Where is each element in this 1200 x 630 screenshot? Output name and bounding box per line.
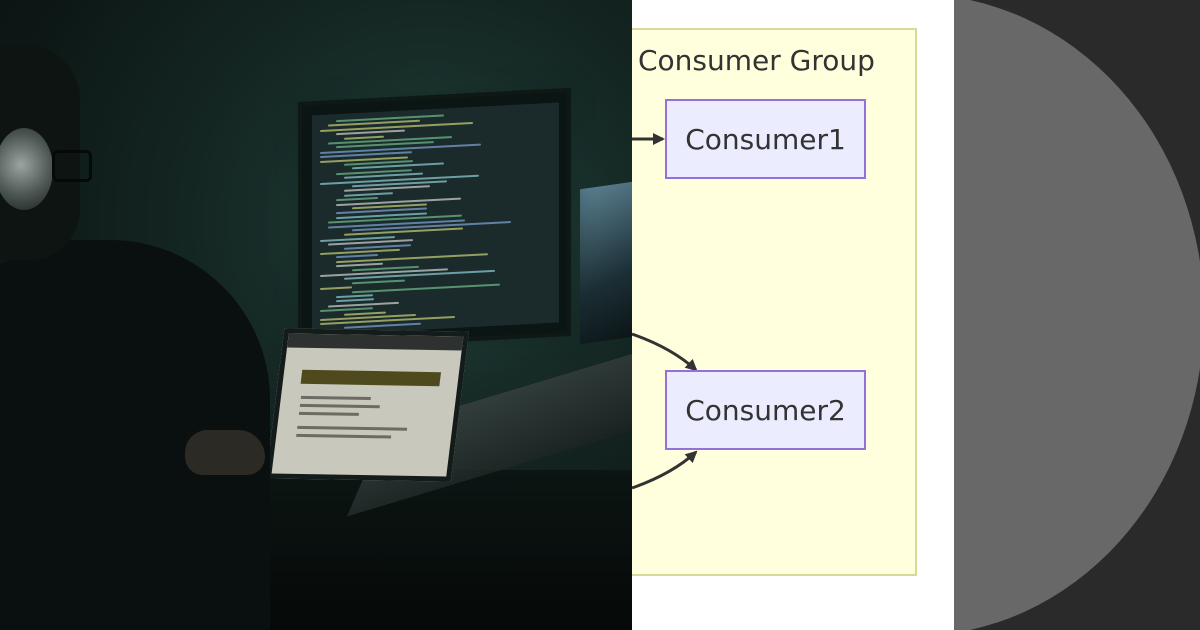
code-line: [320, 286, 352, 291]
code-line: [336, 129, 405, 136]
node-consumer1: Consumer1: [665, 99, 866, 179]
code-line: [344, 243, 411, 250]
code-line: [352, 283, 500, 293]
laptop-text-line: [300, 395, 371, 401]
code-line: [344, 135, 384, 140]
code-line: [336, 254, 378, 259]
code-line: [320, 248, 400, 256]
cluster-title: Consumer Group: [638, 44, 875, 77]
laptop-browser-bar: [287, 333, 464, 351]
headphones-icon: [0, 128, 53, 210]
edge-to-consumer2-top: [632, 332, 698, 372]
gray-disc: [954, 0, 1200, 630]
side-monitor: [580, 180, 632, 345]
developer-photo: [0, 0, 632, 630]
code-line: [320, 307, 373, 313]
code-line: [328, 301, 399, 308]
laptop-text-line: [297, 425, 408, 431]
hand: [185, 430, 265, 475]
code-line: [344, 311, 386, 316]
disc-panel: [954, 0, 1200, 630]
laptop-screen: [265, 328, 470, 482]
laptop-text-line: [296, 433, 392, 439]
laptop-text-line: [298, 411, 360, 416]
node-consumer2: Consumer2: [665, 370, 866, 450]
edge-to-consumer2-bottom: [632, 450, 698, 490]
code-line: [336, 294, 373, 299]
code-line: [336, 298, 374, 303]
laptop-text-line: [299, 403, 380, 409]
code-line: [336, 197, 378, 202]
glasses-icon: [52, 150, 92, 182]
code-line: [352, 279, 405, 285]
code-monitor: [298, 87, 571, 351]
diagram-edges: [632, 133, 698, 490]
code-line: [344, 322, 421, 329]
laptop-page-banner: [300, 369, 442, 387]
code-screen: [312, 102, 559, 336]
code-line: [336, 262, 383, 268]
code-line: [344, 191, 393, 197]
